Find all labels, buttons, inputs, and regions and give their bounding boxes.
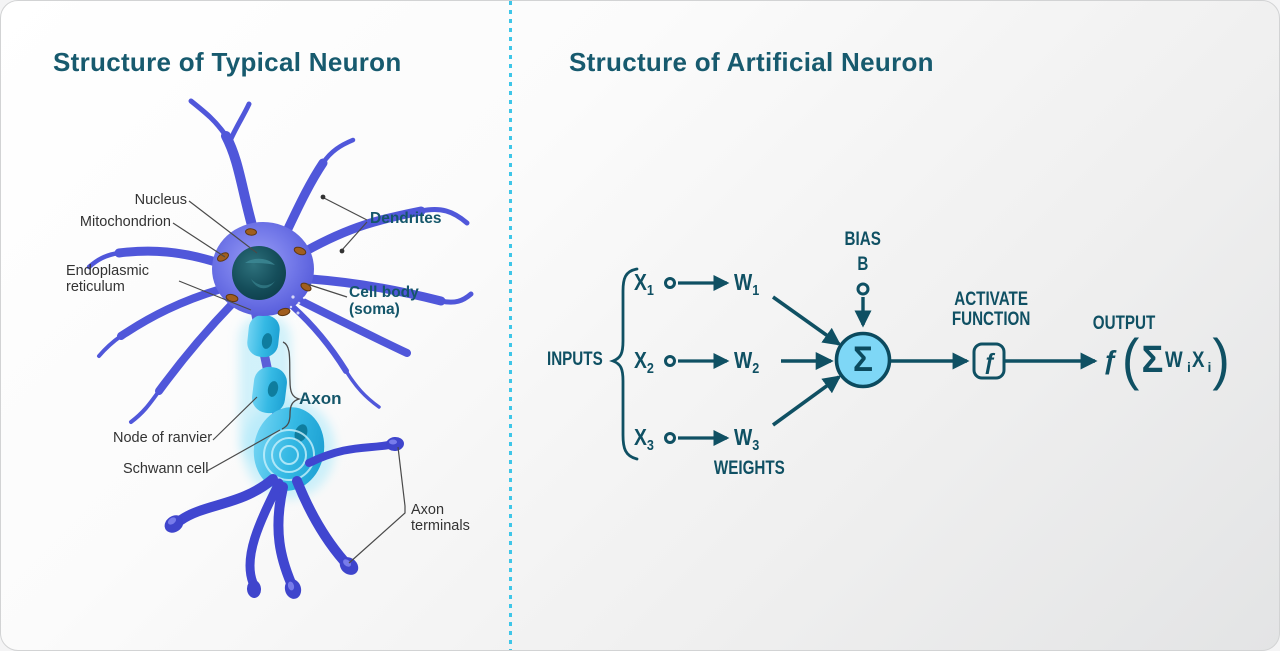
nucleus-shape — [232, 246, 286, 300]
sigma-symbol: Σ — [853, 340, 873, 379]
activate-line2: FUNCTION — [951, 309, 1031, 330]
input-node-circles — [664, 277, 676, 444]
weight-w2: W2 — [734, 347, 760, 377]
axon-terminal-branches — [176, 441, 393, 588]
inputs-label: INPUTS — [537, 350, 613, 370]
bias-symbol-text: B — [857, 254, 869, 275]
label-axon-terminals-line1: Axon — [411, 502, 445, 518]
formula-w: W — [1165, 347, 1183, 372]
axon — [247, 296, 325, 491]
neuron-illustration — [86, 98, 474, 599]
input-x2-sub: 2 — [646, 360, 654, 377]
right-panel-title: Structure of Artificial Neuron — [569, 47, 934, 77]
input-x3-base: X — [634, 424, 647, 450]
axon-terminal-bulbs — [164, 436, 404, 599]
inputs-label-text: INPUTS — [547, 349, 603, 370]
label-schwann-cell: Schwann cell — [123, 461, 209, 477]
weight-w3-base: W — [734, 424, 753, 450]
bias-symbol: B — [835, 255, 891, 275]
leader-dots — [320, 194, 345, 254]
input-x1-base: X — [634, 269, 647, 295]
input-x3-sub: 3 — [646, 437, 654, 454]
formula-close-paren: ) — [1212, 328, 1230, 392]
formula-x-sub: i — [1207, 359, 1212, 375]
input-x2-base: X — [634, 347, 647, 373]
output-label-text: OUTPUT — [1092, 313, 1156, 334]
input-arrows — [678, 275, 730, 446]
weight-w2-sub: 2 — [752, 360, 760, 377]
formula-sigma: Σ — [1141, 338, 1164, 381]
label-cell-body-line1: Cell body — [349, 284, 419, 301]
formula-w-sub: i — [1186, 359, 1191, 375]
weights-label-text: WEIGHTS — [713, 458, 785, 479]
summation-circle — [834, 331, 892, 389]
label-node-of-ranvier: Node of ranvier — [113, 430, 213, 446]
label-axon-terminals: Axon terminals — [411, 502, 470, 534]
bias-label: BIAS — [835, 230, 891, 250]
weight-w1-base: W — [734, 269, 753, 295]
cell-body-soma — [212, 222, 314, 321]
output-formula: ƒ ( Σ W i X i ) — [1103, 331, 1230, 389]
inputs-brace — [609, 267, 639, 461]
weights-label: WEIGHTS — [701, 459, 797, 479]
input-x1-sub: 1 — [646, 282, 654, 299]
formula-x: X — [1191, 347, 1205, 372]
left-panel-title: Structure of Typical Neuron — [53, 47, 402, 77]
weight-w3: W3 — [734, 424, 760, 454]
weight-w1-sub: 1 — [752, 282, 760, 299]
bias-label-text: BIAS — [844, 229, 882, 250]
dotted-divider — [509, 1, 512, 650]
endoplasmic-speckles — [289, 295, 306, 321]
activation-f-symbol: ƒ — [983, 347, 997, 374]
label-cell-body: Cell body (soma) — [349, 284, 419, 318]
weight-w1: W1 — [734, 269, 760, 299]
label-nucleus: Nucleus — [134, 192, 187, 208]
activate-line1: ACTIVATE — [954, 289, 1028, 310]
input-x2: X2 — [634, 347, 654, 377]
formula-f: ƒ — [1103, 344, 1119, 375]
weight-w2-base: W — [734, 347, 753, 373]
label-axon: Axon — [299, 389, 342, 408]
label-axon-terminals-line2: terminals — [411, 517, 470, 534]
input-x3: X3 — [634, 424, 654, 454]
label-dendrites: Dendrites — [370, 210, 442, 227]
label-cell-body-line2: (soma) — [349, 300, 400, 318]
formula-open-paren: ( — [1122, 328, 1140, 392]
weight-w3-sub: 3 — [752, 437, 760, 454]
weight-arrows — [771, 295, 842, 427]
label-mitochondrion: Mitochondrion — [79, 214, 171, 230]
output-label: OUTPUT — [1085, 314, 1157, 334]
activation-function-box — [972, 342, 1006, 380]
artificial-neuron-diagram — [609, 267, 1098, 461]
leader-lines — [172, 197, 406, 564]
label-endoplasmic-line1: Endoplasmic — [66, 263, 150, 279]
label-endoplasmic-line2: reticulum — [66, 278, 125, 295]
bias-node-circle — [856, 282, 870, 296]
activate-function-label: ACTIVATE FUNCTION — [939, 290, 1043, 330]
mitochondria — [217, 228, 312, 317]
input-x1: X1 — [634, 269, 654, 299]
schwann-rings — [263, 429, 315, 481]
label-endoplasmic-reticulum: Endoplasmic reticulum — [66, 263, 150, 295]
